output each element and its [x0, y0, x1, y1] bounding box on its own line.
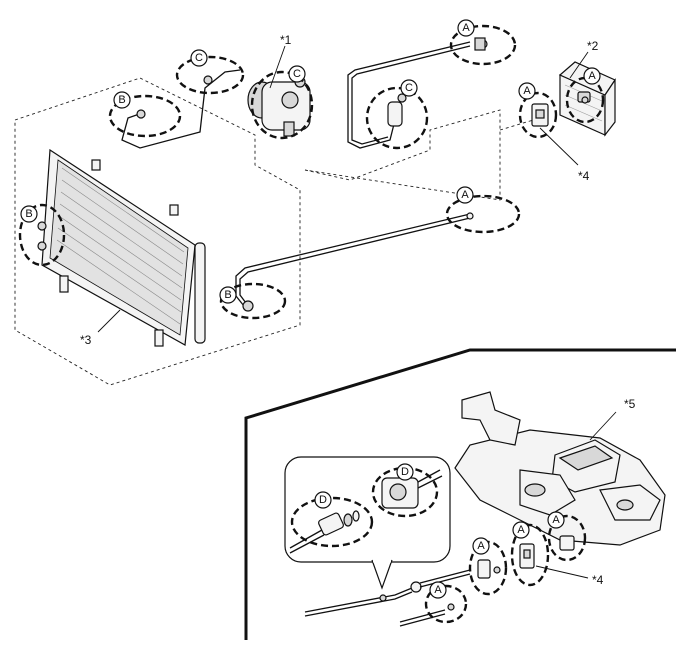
callout-ellipse-b1 — [108, 94, 182, 138]
condenser — [37, 148, 206, 347]
callout-ellipse-a3 — [518, 91, 558, 139]
callout-ellipse-c3 — [365, 86, 429, 150]
compressor — [247, 76, 311, 137]
piping-upper — [121, 37, 589, 312]
part-label-1: *1 — [280, 33, 292, 47]
callout-marker-c2: C — [288, 65, 306, 83]
callout-marker-d2: D — [396, 463, 414, 481]
callout-marker-c3: C — [400, 79, 418, 97]
piping-lower — [304, 535, 575, 627]
callout-letter: D — [401, 466, 409, 478]
callout-letter: A — [552, 514, 560, 526]
leader-line-5 — [589, 411, 617, 441]
callout-marker-a1: A — [457, 19, 475, 37]
callout-ellipse-a7 — [547, 514, 587, 562]
detail-inset-bubble — [284, 456, 451, 590]
callout-marker-a8: A — [429, 581, 447, 599]
callout-letter: B — [118, 94, 125, 106]
callout-letter: A — [461, 189, 469, 201]
part-label-4-top: *4 — [578, 169, 590, 183]
dashed-guide-evap — [499, 117, 541, 131]
callout-letter: A — [477, 540, 485, 552]
inset-valve-block — [381, 469, 443, 509]
callout-ellipse-d1 — [290, 496, 374, 548]
callout-marker-d1: D — [314, 491, 332, 509]
callout-letter: D — [319, 494, 327, 506]
callout-letter: B — [25, 208, 32, 220]
callout-letter: A — [517, 524, 525, 536]
callout-letter: A — [462, 22, 470, 34]
callout-letter: C — [195, 52, 203, 64]
callout-ellipse-a4 — [445, 194, 521, 234]
callout-letter: C — [293, 68, 301, 80]
callout-marker-a5: A — [472, 537, 490, 555]
inset-pipe-joint — [289, 510, 360, 554]
leader-line-2 — [569, 51, 589, 79]
callout-ellipse-a1 — [449, 24, 517, 66]
leader-line-4-bottom — [535, 565, 589, 579]
callout-marker-b3: B — [219, 286, 237, 304]
part-label-5: *5 — [624, 397, 636, 411]
part-label-3: *3 — [80, 333, 92, 347]
part-label-2: *2 — [587, 39, 599, 53]
part-label-4-bottom: *4 — [592, 573, 604, 587]
callout-letter: C — [405, 82, 413, 94]
callout-letter: A — [434, 584, 442, 596]
callout-marker-b1: B — [113, 91, 131, 109]
callout-ellipse-a6 — [510, 523, 550, 587]
callout-marker-a2: A — [583, 67, 601, 85]
callout-ellipse-a8 — [424, 584, 468, 624]
dashed-guide-right — [304, 109, 501, 201]
callout-marker-a6: A — [512, 521, 530, 539]
callout-ellipse-c1 — [175, 55, 245, 95]
dashed-guide-left — [14, 77, 301, 386]
callout-marker-c1: C — [190, 49, 208, 67]
inset-frame — [244, 348, 676, 640]
callout-ellipse-b2 — [18, 203, 66, 267]
callout-marker-a3: A — [518, 82, 536, 100]
callout-ellipse-c2 — [250, 70, 314, 140]
leader-line-1 — [269, 45, 286, 89]
callout-letter: B — [224, 289, 231, 301]
callout-marker-b2: B — [20, 205, 38, 223]
hvac-unit — [454, 391, 666, 546]
leader-line-3 — [97, 309, 121, 333]
leader-line-4-top — [539, 127, 579, 166]
callout-letter: A — [523, 85, 531, 97]
callout-letter: A — [588, 70, 596, 82]
callout-marker-a7: A — [547, 511, 565, 529]
callout-marker-a4: A — [456, 186, 474, 204]
callout-ellipse-b3 — [219, 282, 287, 320]
expansion-valve-top — [531, 103, 549, 127]
